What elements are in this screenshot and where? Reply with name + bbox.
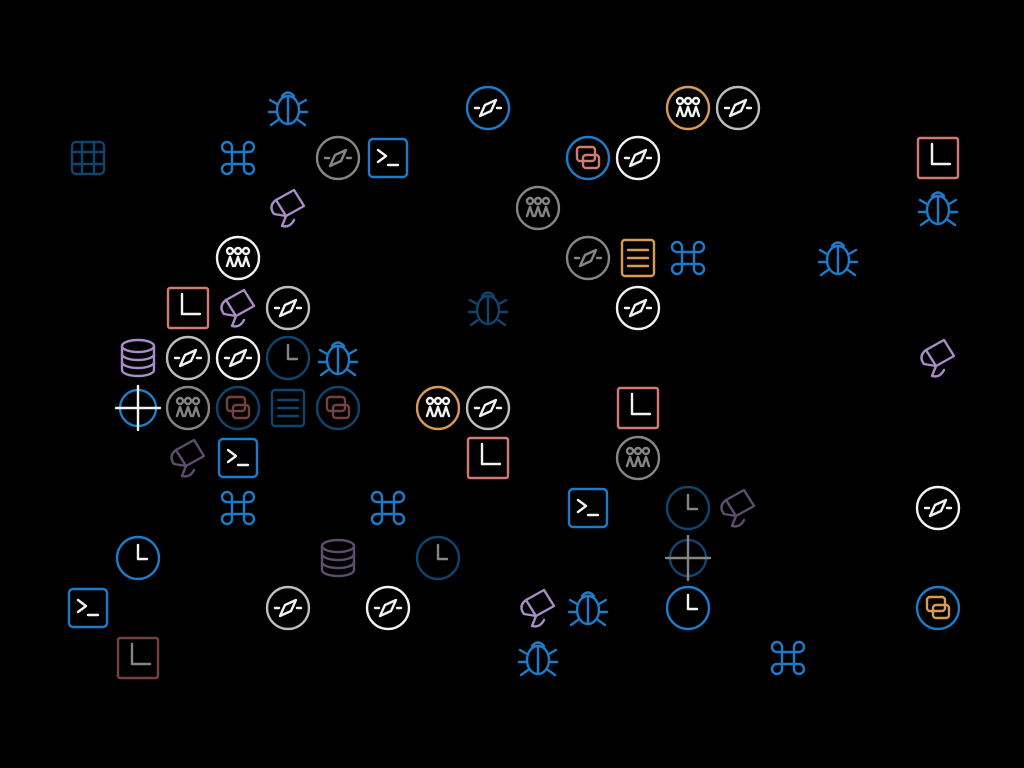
clock-square-icon [114, 634, 162, 682]
clock-square-icon [614, 384, 662, 432]
compass-icon [914, 484, 962, 532]
people-icon [614, 434, 662, 482]
scroll-icon [264, 184, 312, 232]
scroll-icon [914, 334, 962, 382]
compass-icon [614, 134, 662, 182]
people-icon [414, 384, 462, 432]
clock-icon [664, 484, 712, 532]
contacts-icon [614, 234, 662, 282]
compass-icon [464, 384, 512, 432]
command-icon [214, 484, 262, 532]
bug-icon [264, 84, 312, 132]
clock-icon [664, 584, 712, 632]
bug-icon [464, 284, 512, 332]
bug-icon [514, 634, 562, 682]
compass-icon [314, 134, 362, 182]
chat-icon [914, 584, 962, 632]
compass-icon [714, 84, 762, 132]
scroll-icon [714, 484, 762, 532]
crosshair-icon [664, 534, 712, 582]
command-icon [364, 484, 412, 532]
command-icon [764, 634, 812, 682]
terminal-icon [64, 584, 112, 632]
compass-icon [164, 334, 212, 382]
database-icon [114, 334, 162, 382]
compass-icon [214, 334, 262, 382]
bug-icon [564, 584, 612, 632]
compass-icon [364, 584, 412, 632]
people-icon [514, 184, 562, 232]
chat-icon [214, 384, 262, 432]
terminal-icon [214, 434, 262, 482]
people-icon [664, 84, 712, 132]
clock-icon [414, 534, 462, 582]
people-icon [164, 384, 212, 432]
compass-icon [464, 84, 512, 132]
terminal-icon [564, 484, 612, 532]
scroll-icon [214, 284, 262, 332]
clock-square-icon [464, 434, 512, 482]
bug-icon [914, 184, 962, 232]
clock-icon [114, 534, 162, 582]
bug-icon [814, 234, 862, 282]
clock-square-icon [914, 134, 962, 182]
compass-icon [614, 284, 662, 332]
database-icon [314, 534, 362, 582]
terminal-icon [364, 134, 412, 182]
compass-icon [564, 234, 612, 282]
compass-icon [264, 284, 312, 332]
scroll-icon [164, 434, 212, 482]
clock-square-icon [164, 284, 212, 332]
clock-icon [264, 334, 312, 382]
crosshair-icon [114, 384, 162, 432]
command-icon [214, 134, 262, 182]
contacts-icon [264, 384, 312, 432]
compass-icon [264, 584, 312, 632]
bug-icon [314, 334, 362, 382]
command-icon [664, 234, 712, 282]
chat-icon [314, 384, 362, 432]
chat-icon [564, 134, 612, 182]
people-icon [214, 234, 262, 282]
grid-icon [64, 134, 112, 182]
scroll-icon [514, 584, 562, 632]
